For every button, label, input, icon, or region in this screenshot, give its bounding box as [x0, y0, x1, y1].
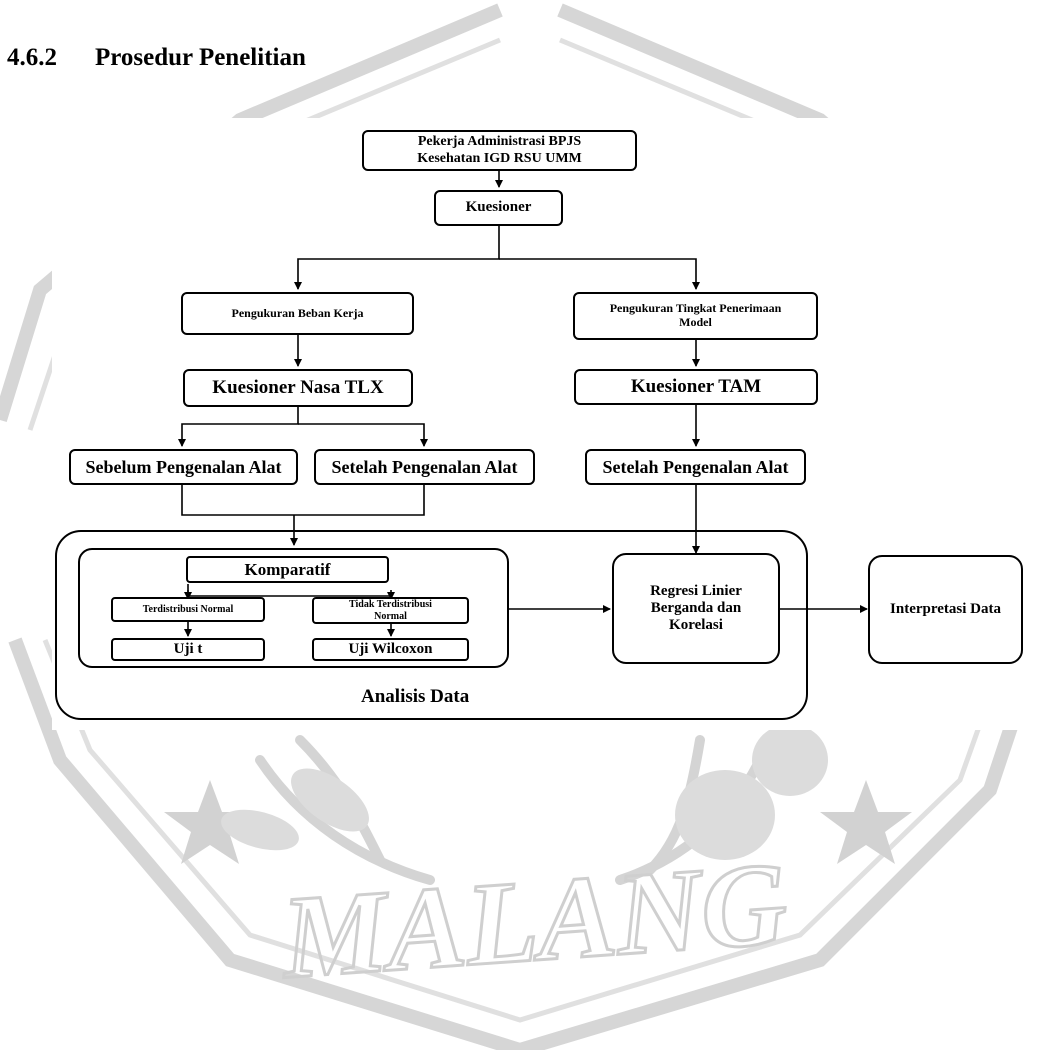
node-nasa-tlx: Kuesioner Nasa TLX	[183, 369, 413, 407]
section-heading: 4.6.2 Prosedur Penelitian	[7, 44, 306, 72]
comparative-group-container	[78, 548, 509, 668]
node-normally-distributed: Terdistribusi Normal	[111, 597, 265, 622]
analysis-data-label: Analisis Data	[361, 686, 470, 707]
node-not-normally-distributed: Tidak Terdistribusi Normal	[312, 597, 469, 624]
node-after-tool-left: Setelah Pengenalan Alat	[314, 449, 535, 485]
node-interpretation: Interpretasi Data	[868, 555, 1023, 664]
node-acceptance-measure: Pengukuran Tingkat Penerimaan Model	[573, 292, 818, 340]
node-wilcoxon-test: Uji Wilcoxon	[312, 638, 469, 661]
section-title: Prosedur Penelitian	[95, 44, 306, 71]
node-t-test: Uji t	[111, 638, 265, 661]
section-number: 4.6.2	[7, 44, 57, 71]
node-before-tool: Sebelum Pengenalan Alat	[69, 449, 298, 485]
node-workload-measure: Pengukuran Beban Kerja	[181, 292, 414, 335]
watermark-text: MALANG	[276, 838, 791, 1004]
node-comparative: Komparatif	[186, 556, 389, 583]
node-tam: Kuesioner TAM	[574, 369, 818, 405]
node-questionnaire: Kuesioner	[434, 190, 563, 226]
node-after-tool-right: Setelah Pengenalan Alat	[585, 449, 806, 485]
node-workers: Pekerja Administrasi BPJS Kesehatan IGD …	[362, 130, 637, 171]
analysis-data-container	[55, 530, 808, 720]
node-regression: Regresi Linier Berganda dan Korelasi	[612, 553, 780, 664]
